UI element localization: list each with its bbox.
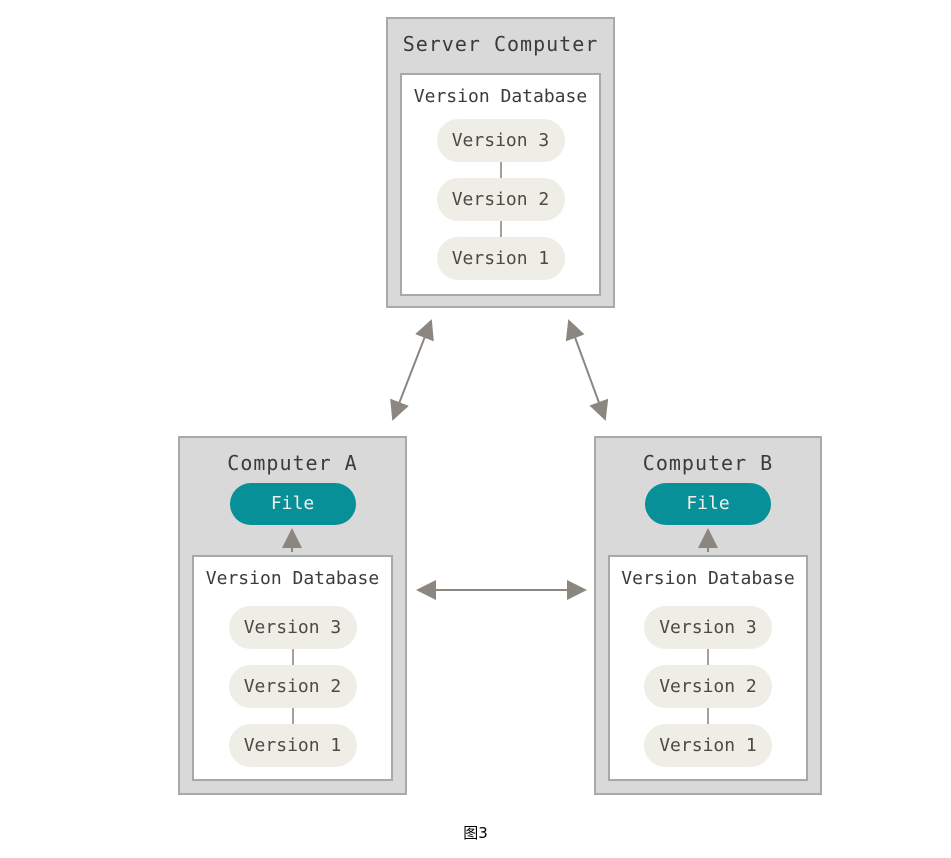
computer-a-box: Computer A File Version Database Version… xyxy=(178,436,407,795)
computer-b-title: Computer B xyxy=(642,451,774,475)
server-computer-title: Server Computer xyxy=(402,32,599,56)
server-version-2-pill: Version 2 xyxy=(436,178,565,221)
computer-a-file-pill: File xyxy=(229,483,356,525)
computer-a-title: Computer A xyxy=(227,451,358,475)
version-connector-line xyxy=(291,649,294,665)
version-connector-line xyxy=(291,708,294,724)
version-connector-line xyxy=(707,649,709,665)
computer-b-version-database-box: Version Database Version 3 Version 2 Ver… xyxy=(608,555,808,781)
computer-b-version-1-pill: Version 1 xyxy=(644,724,772,767)
computer-b-version-database-label: Version Database xyxy=(621,568,795,589)
figure-caption: 图3 xyxy=(463,824,488,842)
server-computer-box: Server Computer Version Database Version… xyxy=(386,17,615,308)
computer-a-version-database-box: Version Database Version 3 Version 2 Ver… xyxy=(192,555,393,781)
server-version-database-box: Version Database Version 3 Version 2 Ver… xyxy=(400,73,601,296)
computer-b-file-pill: File xyxy=(645,483,771,525)
server-version-1-pill: Version 1 xyxy=(436,237,565,280)
computer-b-box: Computer B File Version Database Version… xyxy=(594,436,822,795)
arrow-server-computer-a xyxy=(390,319,434,421)
computer-b-version-2-pill: Version 2 xyxy=(644,665,772,708)
version-connector-line xyxy=(499,221,502,237)
server-version-database-label: Version Database xyxy=(413,86,588,107)
computer-a-version-database-label: Version Database xyxy=(205,568,380,589)
computer-b-version-3-pill: Version 3 xyxy=(644,606,772,649)
server-version-3-pill: Version 3 xyxy=(436,119,565,162)
computer-a-version-1-pill: Version 1 xyxy=(228,724,357,767)
version-connector-line xyxy=(707,708,709,724)
arrow-server-computer-b xyxy=(565,319,609,421)
computer-a-version-2-pill: Version 2 xyxy=(228,665,357,708)
version-connector-line xyxy=(499,162,502,178)
computer-a-version-3-pill: Version 3 xyxy=(228,606,357,649)
